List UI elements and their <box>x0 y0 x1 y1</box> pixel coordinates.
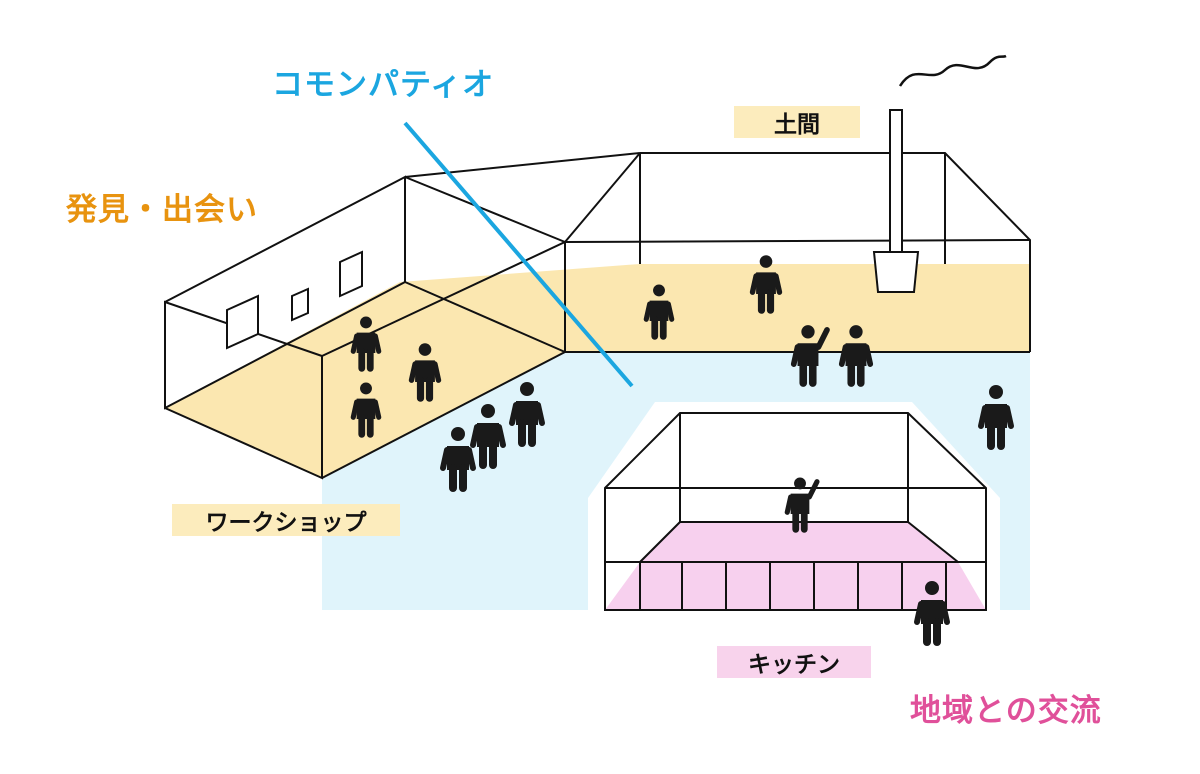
person-icon <box>643 284 675 340</box>
person-icon <box>914 581 950 646</box>
doma-tag: 土間 <box>734 106 860 138</box>
workshop-tag: ワークショップ <box>172 504 400 536</box>
smoke-icon <box>898 54 1007 87</box>
person-icon <box>408 343 442 402</box>
common-patio-leader <box>403 121 634 388</box>
kitchen-tag: キッチン <box>717 646 871 678</box>
community-label: 地域との交流 <box>910 693 1102 729</box>
workshop-box <box>164 175 566 480</box>
person-icon <box>509 382 545 447</box>
common-patio-label: コモンパティオ <box>272 67 495 103</box>
person-icon <box>790 325 830 387</box>
roof-link <box>404 152 641 243</box>
person-icon <box>838 325 874 387</box>
person-icon <box>440 427 476 492</box>
chimney-icon <box>872 109 920 293</box>
person-icon <box>978 385 1014 450</box>
workshop-floor <box>165 282 565 478</box>
person-icon <box>470 404 506 469</box>
person-icon <box>350 382 382 438</box>
workshop-windows <box>226 250 363 350</box>
person-icon <box>749 255 783 314</box>
discovery-label: 発見・出会い <box>66 192 258 228</box>
kitchen-floor <box>605 522 986 610</box>
doma-floor <box>400 264 1030 352</box>
person-icon <box>350 316 382 372</box>
person-icon <box>784 477 820 533</box>
people-group <box>350 255 1014 646</box>
kitchen-box <box>604 412 987 611</box>
